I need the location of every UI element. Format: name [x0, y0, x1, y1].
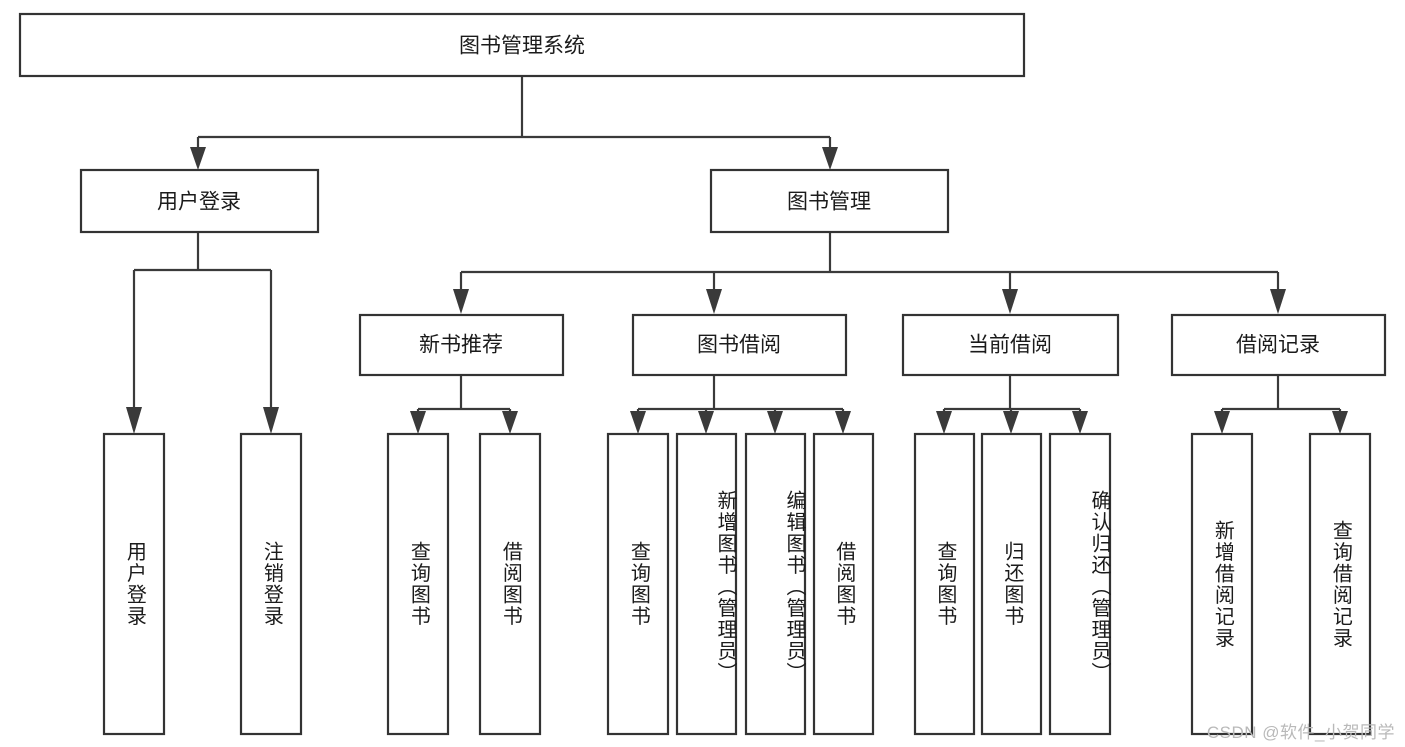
node-root[interactable]	[18, 12, 1026, 78]
connector-group-borrowrecord	[1214, 375, 1348, 434]
node-cur-query-book[interactable]	[913, 432, 976, 736]
node-root-label: 图书管理系统	[459, 35, 585, 58]
arrowhead-cur-query-book	[936, 411, 952, 434]
arrowhead-newbookrec	[453, 289, 469, 314]
connector-group-bookmanage	[453, 232, 1286, 314]
arrowhead-borrow-add-book	[698, 411, 714, 434]
arrowhead-login-logout	[263, 407, 279, 434]
node-login-logout[interactable]	[239, 432, 303, 736]
node-rec-query-record[interactable]	[1308, 432, 1372, 736]
arrowhead-rec-query-record	[1332, 411, 1348, 434]
connector-group-currentborrow	[936, 375, 1088, 434]
node-book-borrow[interactable]	[631, 313, 848, 377]
arrowhead-cur-confirm-return	[1072, 411, 1088, 434]
connector-group-userlogin	[126, 232, 279, 434]
arrowhead-rec-borrow-book	[502, 411, 518, 434]
node-user-login[interactable]	[79, 168, 320, 234]
node-cur-return-book[interactable]	[980, 432, 1043, 736]
node-user-login-label: 用户登录	[157, 191, 241, 214]
arrowhead-borrow-query-book	[630, 411, 646, 434]
node-new-book-rec[interactable]	[358, 313, 565, 377]
arrowhead-rec-add-record	[1214, 411, 1230, 434]
node-rec-add-record[interactable]	[1190, 432, 1254, 736]
node-borrow-record[interactable]	[1170, 313, 1387, 377]
node-borrow-edit-book[interactable]	[744, 432, 807, 736]
node-borrow-query-book[interactable]	[606, 432, 670, 736]
arrowhead-bookmanage	[822, 147, 838, 170]
connector-group-root	[190, 77, 838, 170]
node-book-borrow-label: 图书借阅	[697, 334, 781, 357]
node-current-borrow[interactable]	[901, 313, 1120, 377]
arrowhead-borrow-edit-book	[767, 411, 783, 434]
node-rec-query-book[interactable]	[386, 432, 450, 736]
node-rec-borrow-book[interactable]	[478, 432, 542, 736]
node-borrow-borrow-book[interactable]	[812, 432, 875, 736]
arrowhead-login-query	[126, 407, 142, 434]
node-book-manage-label: 图书管理	[787, 191, 871, 214]
node-login-query[interactable]	[102, 432, 166, 736]
arrowhead-borrow-borrow-book	[835, 411, 851, 434]
arrowhead-userlogin	[190, 147, 206, 170]
connector-group-newbookrec	[410, 375, 518, 434]
connector-group-bookborrow	[630, 375, 851, 434]
node-borrow-add-book[interactable]	[675, 432, 738, 736]
node-current-borrow-label: 当前借阅	[968, 334, 1052, 357]
arrowhead-currentborrow	[1002, 289, 1018, 314]
node-new-book-rec-label: 新书推荐	[419, 334, 503, 357]
node-borrow-record-label: 借阅记录	[1236, 334, 1320, 357]
node-book-manage[interactable]	[709, 168, 950, 234]
arrowhead-cur-return-book	[1003, 411, 1019, 434]
arrowhead-bookborrow	[706, 289, 722, 314]
node-cur-confirm-return[interactable]	[1048, 432, 1112, 736]
arrowhead-rec-query-book	[410, 411, 426, 434]
arrowhead-borrowrecord	[1270, 289, 1286, 314]
watermark: CSDN @软件_小贺同学	[1206, 723, 1395, 742]
